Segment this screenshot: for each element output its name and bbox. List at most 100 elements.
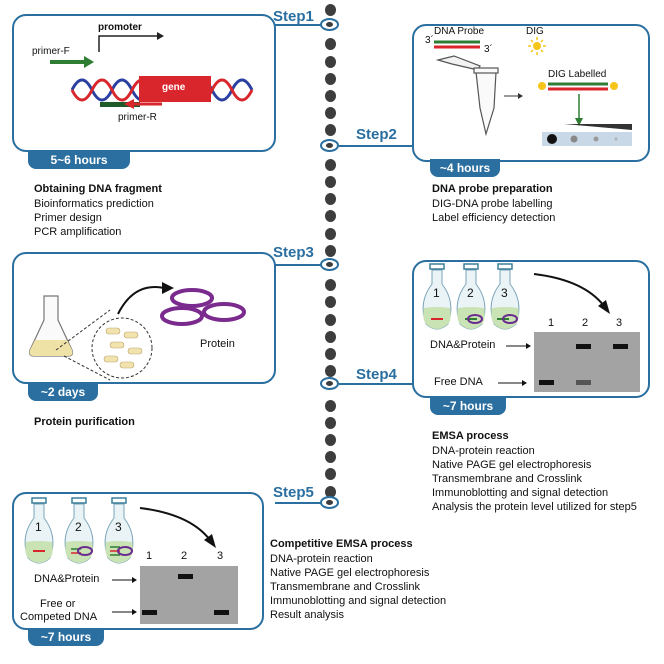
step1-line: PCR amplification xyxy=(34,226,122,238)
gel-band xyxy=(539,380,554,385)
step2-diagram xyxy=(434,37,632,146)
step4-label: Step4 xyxy=(356,366,397,383)
free-competed-label: Free or xyxy=(40,598,76,610)
timeline-dot xyxy=(325,244,336,257)
promoter-label: promoter xyxy=(98,22,142,33)
timeline-dot xyxy=(325,72,336,85)
step2-duration-badge: ~4 hours xyxy=(430,159,500,177)
step4-line: DNA-protein reaction xyxy=(432,445,535,457)
step1-list: Bioinformatics prediction Primer design … xyxy=(34,197,154,239)
tube-number: 1 xyxy=(433,286,440,300)
connector-step1 xyxy=(275,24,321,26)
lane-number: 2 xyxy=(181,550,188,562)
step4-list: DNA-protein reaction Native PAGE gel ele… xyxy=(432,444,637,514)
step5-diagram xyxy=(24,497,216,615)
step4-line: Transmembrane and Crosslink xyxy=(432,473,582,485)
gel-band xyxy=(613,344,628,349)
protein-label: Protein xyxy=(200,338,235,350)
timeline-dot xyxy=(325,107,336,120)
timeline-step-marker xyxy=(320,496,339,509)
timeline-dot xyxy=(325,434,336,446)
timeline-dot xyxy=(325,313,336,326)
free-dna-label: Free DNA xyxy=(434,376,483,388)
lane-number: 3 xyxy=(616,317,623,329)
gel-band xyxy=(178,574,193,579)
step3-title: Protein purification xyxy=(34,416,135,428)
step1-duration-badge: 5~6 hours xyxy=(28,151,130,169)
step1-label: Step1 xyxy=(273,8,314,25)
tube-number: 2 xyxy=(75,520,82,534)
primer-f-label: primer-F xyxy=(32,46,70,57)
timeline-dot xyxy=(325,210,336,223)
timeline-dot xyxy=(325,124,336,137)
step1-line: Primer design xyxy=(34,212,102,224)
timeline-dot xyxy=(325,296,336,309)
step3-diagram xyxy=(28,282,246,381)
probe-end-label: 3´ xyxy=(425,35,434,46)
step5-line: Immunoblotting and signal detection xyxy=(270,595,447,607)
step2-line: DIG-DNA probe labelling xyxy=(432,198,553,210)
timeline-dot xyxy=(325,485,336,498)
dna-probe-label: DNA Probe xyxy=(434,26,485,37)
step2-label: Step2 xyxy=(356,126,397,143)
timeline-step-marker xyxy=(320,377,339,390)
step5-label: Step5 xyxy=(273,484,314,501)
connector-step5 xyxy=(275,502,321,504)
flask-icon xyxy=(28,295,74,357)
step4-line: Analysis the protein level utilized for … xyxy=(432,501,637,513)
step5-line: Transmembrane and Crosslink xyxy=(270,581,420,593)
step5-line: Result analysis xyxy=(270,609,344,621)
tube-number: 1 xyxy=(35,520,42,534)
step5-panel: 1 2 3 1 2 3 DNA&Protein Free or Competed… xyxy=(12,492,264,630)
timeline-dot xyxy=(325,279,336,292)
gel-band xyxy=(142,610,157,615)
step5-line: DNA-protein reaction xyxy=(270,553,373,565)
timeline-dot xyxy=(325,55,336,68)
connector-step4 xyxy=(339,383,412,385)
tube-icon xyxy=(473,67,499,137)
lane-number: 1 xyxy=(146,550,153,562)
timeline-step-marker xyxy=(320,139,339,152)
primer-r-label: primer-R xyxy=(118,112,157,123)
step1-diagram xyxy=(50,32,254,109)
dna-protein-label: DNA&Protein xyxy=(430,339,496,351)
dig-sun-icon xyxy=(528,37,546,55)
dna-protein-label: DNA&Protein xyxy=(34,573,100,585)
gel-band xyxy=(576,380,591,385)
step3-panel: Protein xyxy=(12,252,276,384)
step2-list: DIG-DNA probe labelling Label efficiency… xyxy=(432,197,555,225)
gene-label: gene xyxy=(162,82,186,93)
timeline-step-marker xyxy=(320,18,339,31)
timeline-dot xyxy=(325,158,336,171)
lane-number: 1 xyxy=(548,317,555,329)
timeline-dot xyxy=(325,193,336,206)
step4-title: EMSA process xyxy=(432,430,509,442)
step2-title: DNA probe preparation xyxy=(432,183,553,195)
timeline-dot xyxy=(325,348,336,360)
step3-label: Step3 xyxy=(273,244,314,261)
connector-step3 xyxy=(275,264,321,266)
step4-line: Native PAGE gel electrophoresis xyxy=(432,459,592,471)
timeline-dot xyxy=(325,330,336,343)
timeline-dot xyxy=(325,451,336,464)
step4-panel: 1 2 3 1 2 3 DNA&Protein Free DNA xyxy=(412,260,650,398)
lane-number: 2 xyxy=(582,317,589,329)
step5-line: Native PAGE gel electrophoresis xyxy=(270,567,430,579)
timeline-dot xyxy=(325,38,336,51)
timeline-step-marker xyxy=(320,258,339,271)
timeline-dot xyxy=(325,227,336,240)
timeline-dot xyxy=(325,468,336,481)
connector-step2 xyxy=(339,145,412,147)
free-competed-label: Competed DNA xyxy=(20,611,98,623)
timeline-dot xyxy=(325,4,336,16)
step4-line: Immunoblotting and signal detection xyxy=(432,487,609,499)
step1-panel: promoter gene primer-F primer-R xyxy=(12,14,276,152)
probe-end-label: 3´ xyxy=(484,44,493,55)
gel-band xyxy=(214,610,229,615)
step5-list: DNA-protein reaction Native PAGE gel ele… xyxy=(270,552,446,622)
tube-number: 3 xyxy=(115,520,122,534)
step1-line: Bioinformatics prediction xyxy=(34,198,154,210)
timeline-dot xyxy=(325,176,336,188)
tube-number: 2 xyxy=(467,286,474,300)
step2-line: Label efficiency detection xyxy=(432,212,556,224)
